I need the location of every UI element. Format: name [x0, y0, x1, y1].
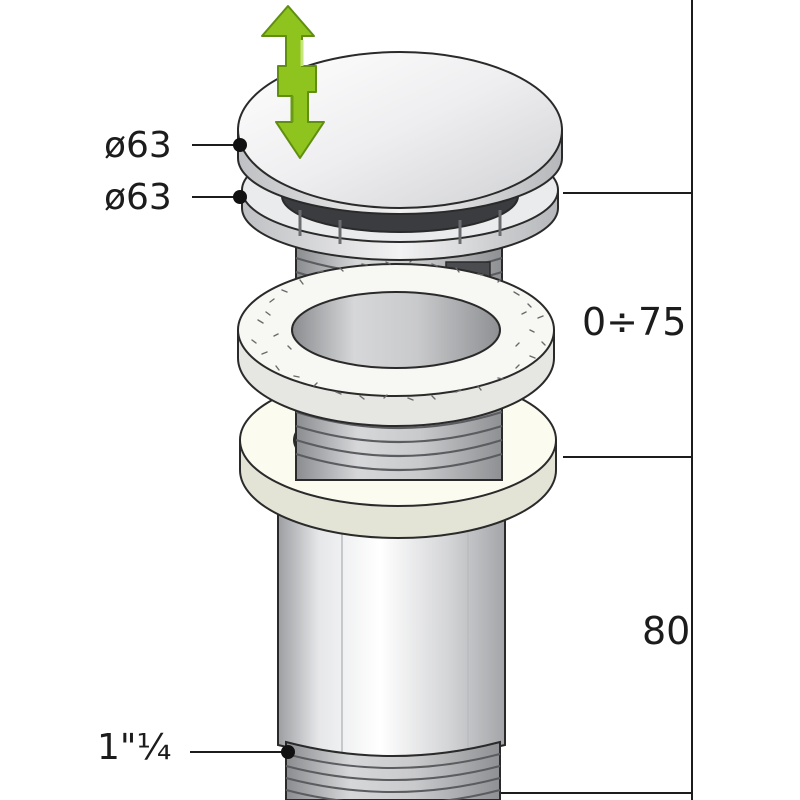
body-height-label: 80 — [642, 609, 691, 653]
thread-size-label: 1"¼ — [97, 727, 172, 768]
leader-flange — [192, 190, 247, 204]
dimension-lines — [500, 0, 693, 800]
leader-thread — [190, 745, 295, 759]
drain-body — [277, 504, 506, 760]
gasket — [237, 258, 555, 427]
cap-diameter-label: ø63 — [104, 125, 172, 166]
cap — [237, 51, 563, 215]
flange-diameter-label: ø63 — [104, 177, 172, 218]
adjust-range-label: 0÷75 — [582, 300, 687, 344]
bottom-thread — [285, 740, 501, 800]
push-arrow-icon — [261, 5, 325, 159]
leader-cap — [192, 138, 247, 152]
